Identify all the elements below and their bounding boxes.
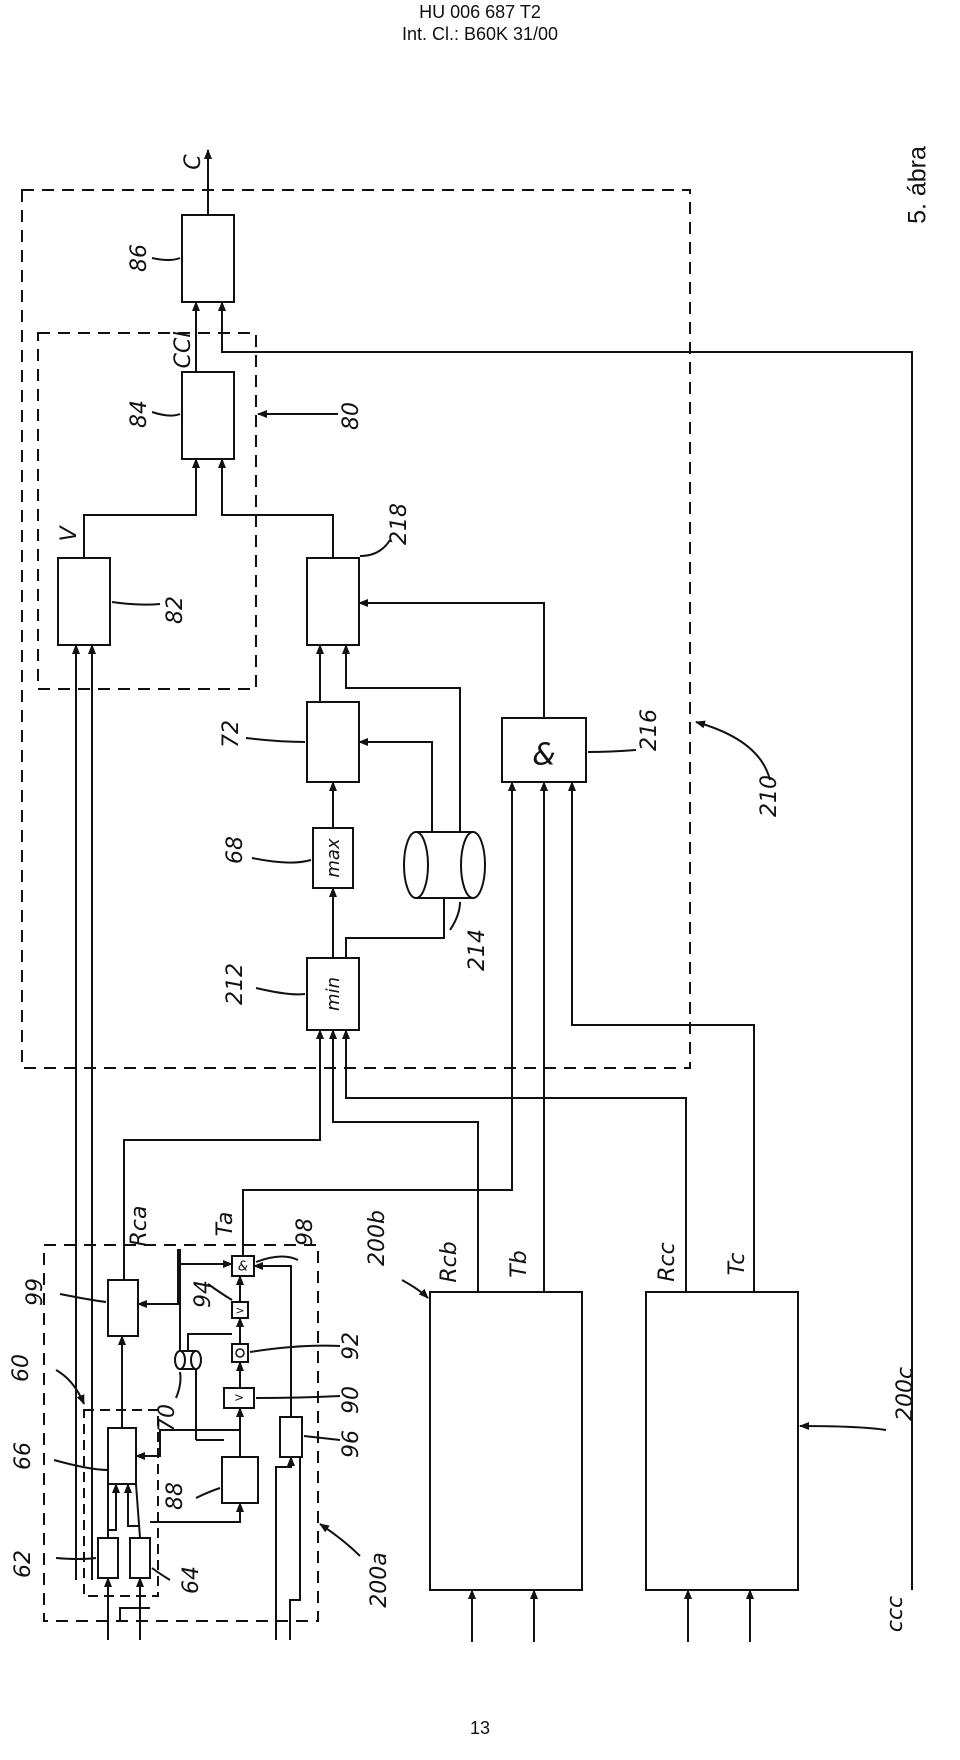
block-92-glyph (235, 1348, 245, 1358)
block-90-glyph: > (234, 1391, 244, 1405)
ref-99: 99 (23, 1278, 48, 1306)
block-84 (181, 371, 235, 460)
ref-82: 82 (163, 596, 188, 624)
ref-94: 94 (191, 1280, 216, 1308)
ref-62: 62 (11, 1550, 36, 1578)
ref-68: 68 (223, 836, 248, 864)
ref-72: 72 (219, 720, 244, 748)
block-max-label: max (323, 838, 344, 878)
block-92 (231, 1343, 249, 1363)
signal-Tb: Tb (507, 1250, 532, 1277)
ref-218: 218 (387, 503, 412, 545)
ref-86: 86 (127, 244, 152, 272)
block-88 (221, 1456, 259, 1504)
block-66 (107, 1427, 137, 1485)
frame-210 (21, 189, 691, 1069)
signal-Rcb: Rcb (437, 1241, 462, 1282)
ref-88: 88 (163, 1482, 188, 1510)
signal-Rcc: Rcc (655, 1242, 680, 1281)
ref-90: 90 (339, 1386, 364, 1414)
ref-84: 84 (127, 400, 152, 428)
ref-64: 64 (179, 1566, 204, 1594)
frame-60 (83, 1409, 159, 1597)
block-72 (306, 701, 360, 783)
ref-210: 210 (757, 775, 782, 817)
ref-200c: 200c (893, 1367, 918, 1421)
signal-V: V (57, 525, 82, 542)
signal-CCl: CCl (171, 332, 196, 369)
block-96 (279, 1416, 303, 1458)
block-64 (129, 1537, 151, 1579)
block-62 (97, 1537, 119, 1579)
ref-80: 80 (339, 402, 364, 430)
signal-ccc: ccc (883, 1596, 908, 1632)
ref-70: 70 (155, 1404, 180, 1432)
storage-214 (403, 831, 486, 899)
wiring (53, 149, 913, 1642)
header-classification: Int. Cl.: B60K 31/00 (401, 24, 559, 44)
block-200c (645, 1291, 799, 1591)
frame-200a (43, 1244, 319, 1622)
page-number: 13 (469, 1718, 491, 1738)
block-218 (306, 557, 360, 646)
block-200b (429, 1291, 583, 1591)
frame-80 (37, 332, 257, 690)
ref-96: 96 (339, 1430, 364, 1458)
storage-70 (174, 1350, 202, 1370)
block-82 (57, 557, 111, 646)
signal-Ta: Ta (213, 1212, 238, 1237)
ref-216: 216 (637, 709, 662, 751)
and-gate-98-label: & (238, 1260, 248, 1275)
ref-92: 92 (339, 1332, 364, 1360)
ref-200a: 200a (367, 1552, 392, 1607)
signal-Tc: Tc (725, 1253, 750, 1276)
ref-212: 212 (223, 963, 248, 1005)
signal-C: C (181, 154, 206, 170)
ref-66: 66 (11, 1442, 36, 1470)
block-99 (107, 1279, 139, 1337)
ref-60: 60 (9, 1354, 34, 1382)
ref-200b: 200b (365, 1210, 390, 1266)
block-min-label: min (323, 977, 344, 1011)
block-86 (181, 214, 235, 303)
ref-98: 98 (293, 1218, 318, 1246)
ref-214: 214 (465, 929, 490, 971)
and-gate-label: & (532, 738, 555, 773)
signal-Rca: Rca (127, 1206, 152, 1247)
block-94-glyph: > (235, 1304, 244, 1317)
header-patent-number: HU 006 687 T2 (419, 2, 541, 22)
